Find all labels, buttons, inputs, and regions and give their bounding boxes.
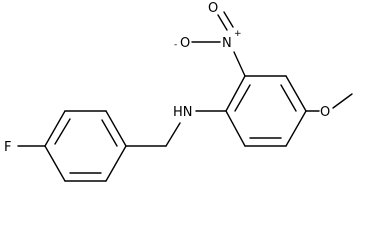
ring1-bond-4 — [105, 145, 127, 182]
ring1-double-1 — [54, 118, 71, 145]
ring2-bond-3 — [285, 75, 307, 112]
ring-nitro-bond — [233, 51, 246, 77]
structure-canvas: F HN N + O - O O — [4, 1, 353, 182]
ring2-bond-1 — [225, 75, 246, 112]
n-o-double-bond-a — [217, 14, 228, 31]
n-o-double-bond-b — [223, 11, 234, 28]
nitro-nitrogen-charge: + — [234, 29, 242, 39]
nitroanisole-ring — [225, 75, 307, 147]
fluorine-label: F — [4, 140, 11, 155]
ring2-bond-4 — [285, 110, 307, 147]
nitro-oxygen-anion-label: O — [180, 36, 190, 51]
methoxy-methyl-bond — [332, 93, 353, 109]
ring2-double-2 — [280, 84, 297, 112]
ring1-bond-2 — [44, 145, 66, 182]
methoxy-oxygen-label: O — [320, 105, 330, 120]
ch2-nh-bond — [165, 122, 181, 147]
nitro-oxygen-anion-charge: - — [174, 40, 177, 50]
ring1-double-3 — [101, 119, 118, 147]
ring1-bond-1 — [44, 110, 66, 147]
ring2-double-1 — [234, 84, 251, 112]
fluorophenyl-ring — [44, 110, 127, 182]
ring2-bond-6 — [225, 110, 246, 147]
nitro-nitrogen-label: N — [222, 36, 232, 51]
nitro-oxygen-double-label: O — [208, 1, 218, 16]
ring1-bond-5 — [105, 110, 127, 147]
molecule-diagram: F HN N + O - O O — [4, 1, 353, 182]
amine-label: HN — [173, 105, 193, 120]
